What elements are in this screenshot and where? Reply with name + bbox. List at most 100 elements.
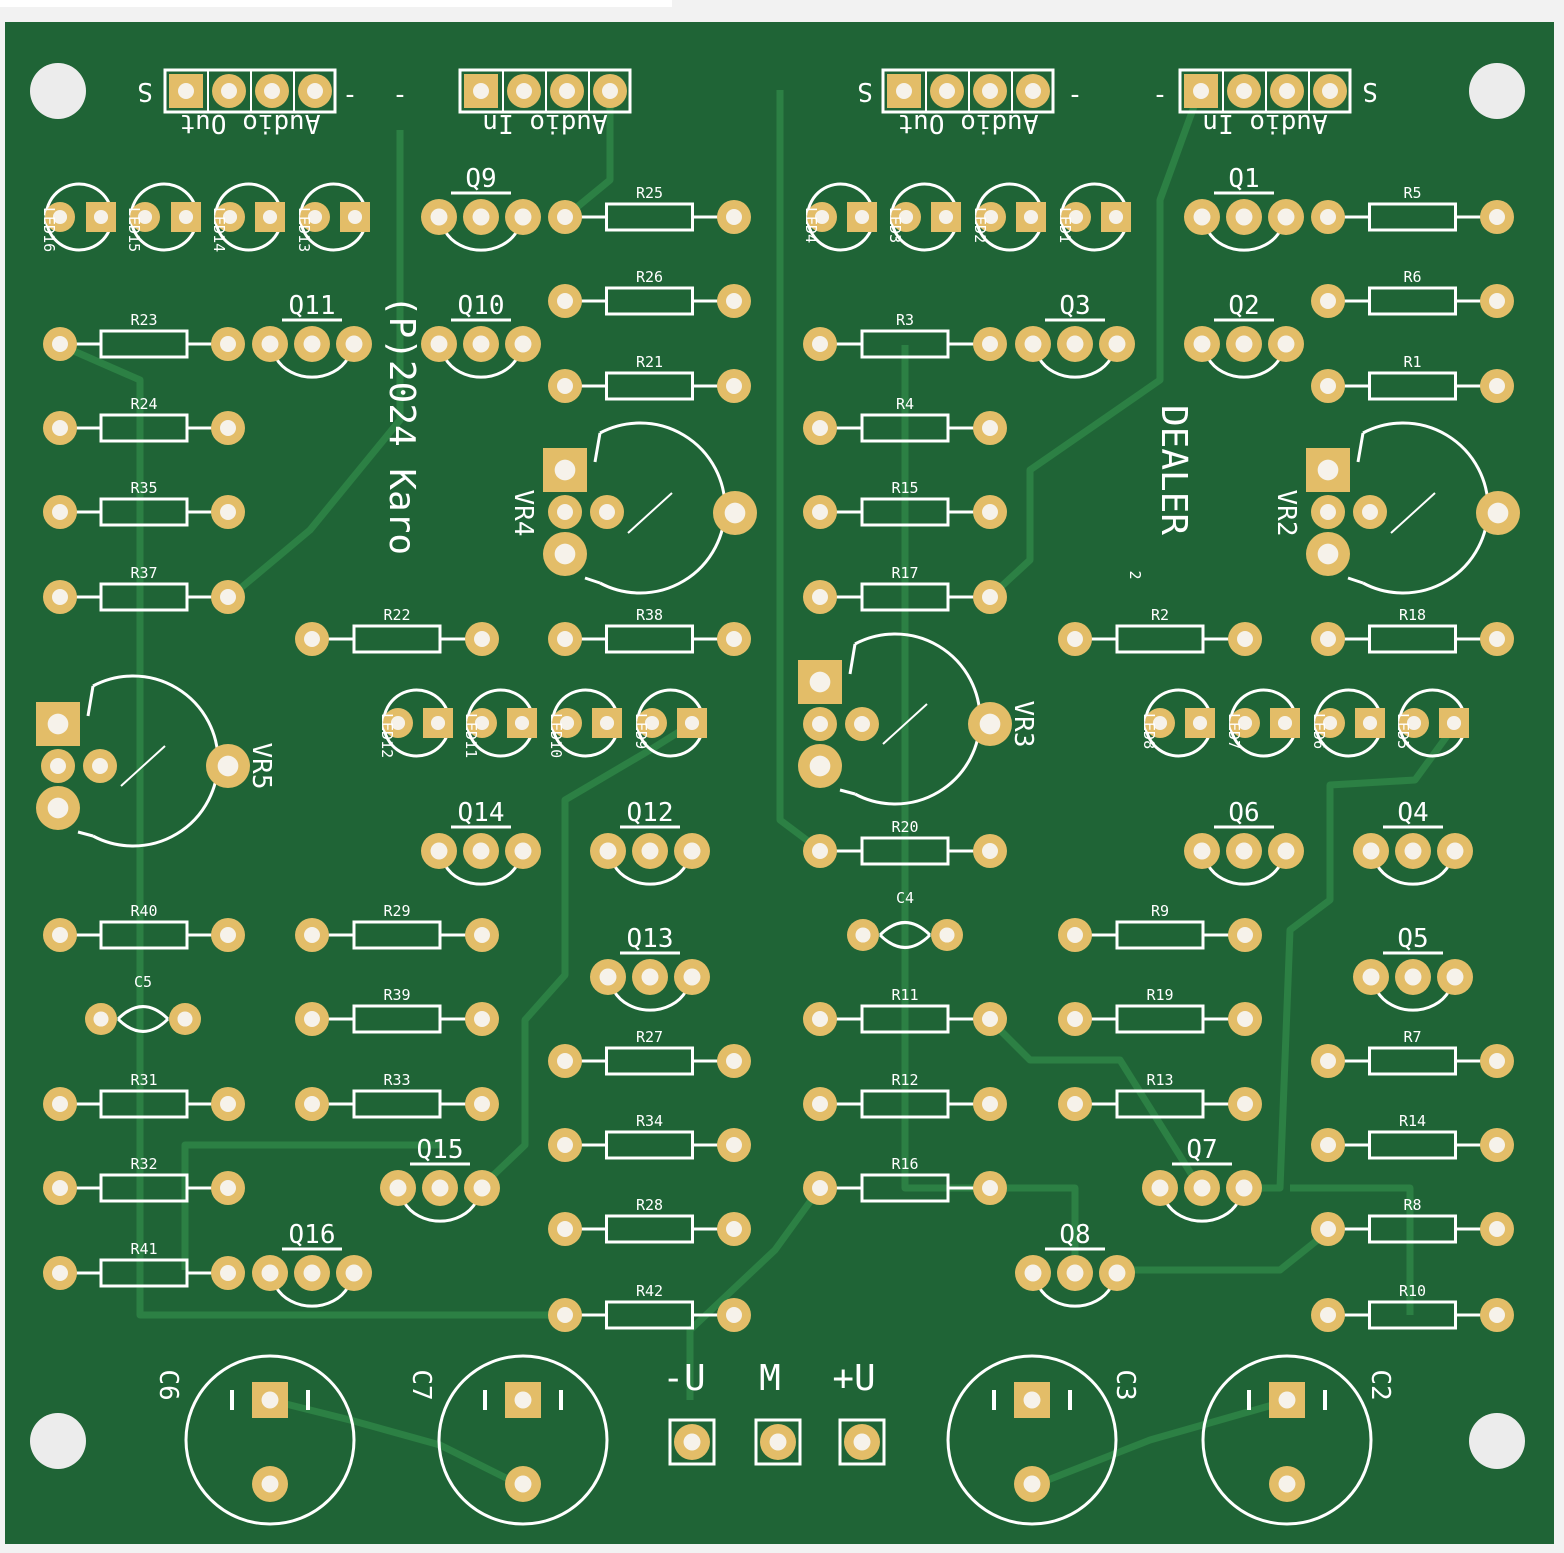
- r14-2-drill: [1489, 1137, 1505, 1153]
- j-audio-out-left-pin2-drill: [221, 83, 237, 99]
- vr5-p4-drill: [92, 758, 108, 774]
- r20-1-drill: [812, 843, 828, 859]
- power-plus-outline: [838, 1418, 886, 1466]
- q13-c-drill: [683, 968, 701, 986]
- q14-b-drill: [472, 842, 490, 860]
- vr4-label: VR4: [508, 490, 538, 537]
- r34-label: R34: [636, 1112, 663, 1130]
- r23-body: [99, 329, 189, 359]
- r19-body: [1115, 1004, 1205, 1034]
- trace-2: [562, 90, 614, 220]
- r14-1-drill: [1320, 1137, 1336, 1153]
- led8-label: LED8: [1140, 713, 1158, 749]
- q6-label: Q6: [1228, 798, 1259, 828]
- vr5-p3-drill: [47, 797, 69, 819]
- q12-e-drill: [599, 842, 617, 860]
- led5-anode-drill: [1406, 715, 1422, 731]
- r17-label: R17: [891, 564, 918, 582]
- r38-1-drill: [557, 631, 573, 647]
- r37-2-drill: [220, 589, 236, 605]
- j-audio-out-right-title: Audio Out: [898, 108, 1039, 138]
- r7-body: [1368, 1046, 1457, 1076]
- r6-1-drill: [1320, 293, 1336, 309]
- led1-label: LED1: [1056, 207, 1074, 243]
- r25-label: R25: [636, 184, 663, 202]
- r25-body: [605, 202, 694, 232]
- led12-label: LED12: [378, 713, 396, 758]
- r11-label: R11: [891, 986, 918, 1004]
- r10-2-drill: [1489, 1307, 1505, 1323]
- r27-1-drill: [557, 1053, 573, 1069]
- r3-1-drill: [812, 336, 828, 352]
- r34-1-drill: [557, 1137, 573, 1153]
- led13-anode-drill: [307, 209, 323, 225]
- r4-1-drill: [812, 420, 828, 436]
- led6-anode-drill: [1322, 715, 1338, 731]
- q11-e-drill: [261, 335, 279, 353]
- r6-label: R6: [1403, 268, 1421, 286]
- q16-label: Q16: [289, 1220, 336, 1250]
- q15-b-drill: [431, 1179, 449, 1197]
- r26-2-drill: [726, 293, 742, 309]
- q8-label: Q8: [1059, 1220, 1090, 1250]
- r5-1-drill: [1320, 209, 1336, 225]
- vr3-p3-drill: [809, 755, 831, 777]
- q6-outline: [1206, 864, 1282, 886]
- r42-label: R42: [636, 1282, 663, 1300]
- q5-label: Q5: [1397, 924, 1428, 954]
- r4-2-drill: [982, 420, 998, 436]
- j-audio-out-right-pin1-drill: [896, 83, 912, 99]
- r41-1-drill: [52, 1265, 68, 1281]
- q4-b-drill: [1404, 842, 1422, 860]
- led14-label: LED14: [210, 207, 228, 252]
- led13-cathode-drill: [347, 209, 363, 225]
- q8-c-drill: [1108, 1264, 1126, 1282]
- r13-2-drill: [1237, 1096, 1253, 1112]
- r1-2-drill: [1489, 378, 1505, 394]
- r42-1-drill: [557, 1307, 573, 1323]
- q15-e-drill: [389, 1179, 407, 1197]
- j-audio-in-left-title: Audio In: [482, 108, 607, 138]
- q1-b-drill: [1235, 208, 1253, 226]
- vr5-label: VR5: [246, 743, 276, 790]
- r33-body: [352, 1089, 442, 1119]
- q10-b-drill: [472, 335, 490, 353]
- r29-2-drill: [474, 927, 490, 943]
- r35-2-drill: [220, 504, 236, 520]
- r7-label: R7: [1403, 1028, 1421, 1046]
- q3-label: Q3: [1059, 291, 1090, 321]
- r31-label: R31: [130, 1071, 157, 1089]
- r20-body: [860, 836, 950, 866]
- r20-label: R20: [891, 818, 918, 836]
- q9-b-drill: [472, 208, 490, 226]
- r29-label: R29: [383, 902, 410, 920]
- q9-outline: [443, 230, 519, 252]
- r4-body: [860, 413, 950, 443]
- r15-body: [860, 497, 950, 527]
- r1-1-drill: [1320, 378, 1336, 394]
- credit-text: (P)2024 Karo: [381, 295, 422, 555]
- q10-e-drill: [430, 335, 448, 353]
- q6-c-drill: [1277, 842, 1295, 860]
- vr2-p1-drill: [1317, 459, 1339, 481]
- led9-label: LED9: [632, 713, 650, 749]
- j-audio-out-left-s-label: S: [137, 76, 153, 106]
- vr5-outline-bottom: [77, 830, 94, 838]
- c5-2-drill: [177, 1011, 193, 1027]
- r33-label: R33: [383, 1071, 410, 1089]
- trace-7: [987, 88, 1204, 600]
- j-audio-in-left-pin3-drill: [559, 83, 575, 99]
- r26-body: [605, 286, 694, 316]
- r11-1-drill: [812, 1011, 828, 1027]
- r13-1-drill: [1067, 1096, 1083, 1112]
- r13-body: [1115, 1089, 1205, 1119]
- q11-c-drill: [345, 335, 363, 353]
- power-minus-label: -U: [662, 1358, 705, 1399]
- vr4-outline-top: [593, 432, 602, 463]
- q2-outline: [1206, 357, 1282, 379]
- led3-label: LED3: [886, 207, 904, 243]
- r22-2-drill: [474, 631, 490, 647]
- top-strip: [0, 0, 672, 7]
- r32-2-drill: [220, 1180, 236, 1196]
- q10-outline: [443, 357, 519, 379]
